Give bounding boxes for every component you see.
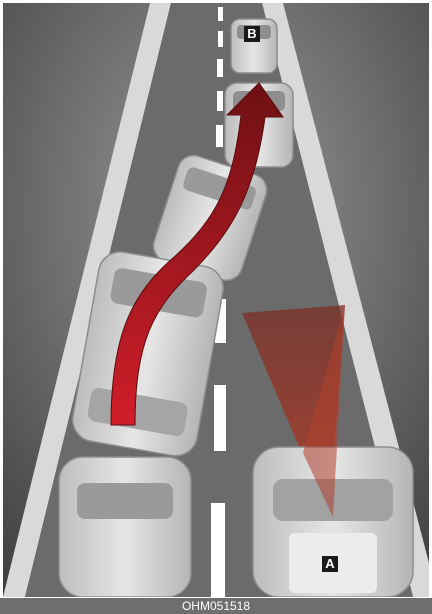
figure-caption: OHM051518: [0, 598, 432, 614]
vehicle-a-label: A: [322, 556, 338, 572]
vehicle-b-label: B: [244, 26, 260, 42]
traffic-illustration: [3, 3, 429, 597]
vehicle-5: [59, 457, 191, 597]
